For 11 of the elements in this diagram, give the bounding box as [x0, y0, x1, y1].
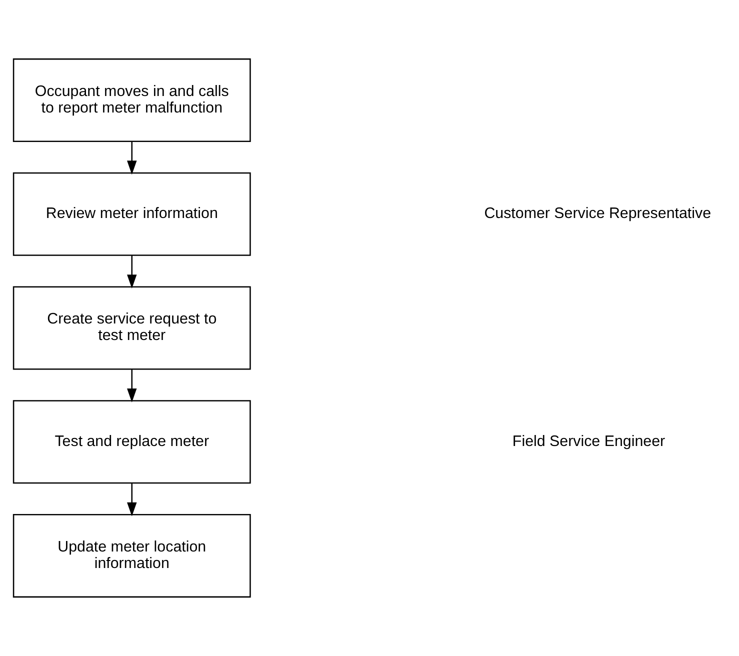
arrow: [127, 256, 137, 288]
label: Field Service Engineer: [512, 432, 666, 450]
node-box: Review meter information: [12, 172, 251, 256]
node-box: Update meter location information: [12, 514, 251, 598]
label: Customer Service Representative: [484, 205, 712, 222]
arrow: [127, 483, 137, 516]
arrow: [127, 369, 137, 402]
node-box: Occupant moves in and calls to report meter malfunction: [12, 58, 251, 142]
node-box: Create service request to test meter: [12, 286, 251, 370]
node-box: Test and replace meter: [12, 400, 251, 484]
arrow: [127, 142, 137, 175]
